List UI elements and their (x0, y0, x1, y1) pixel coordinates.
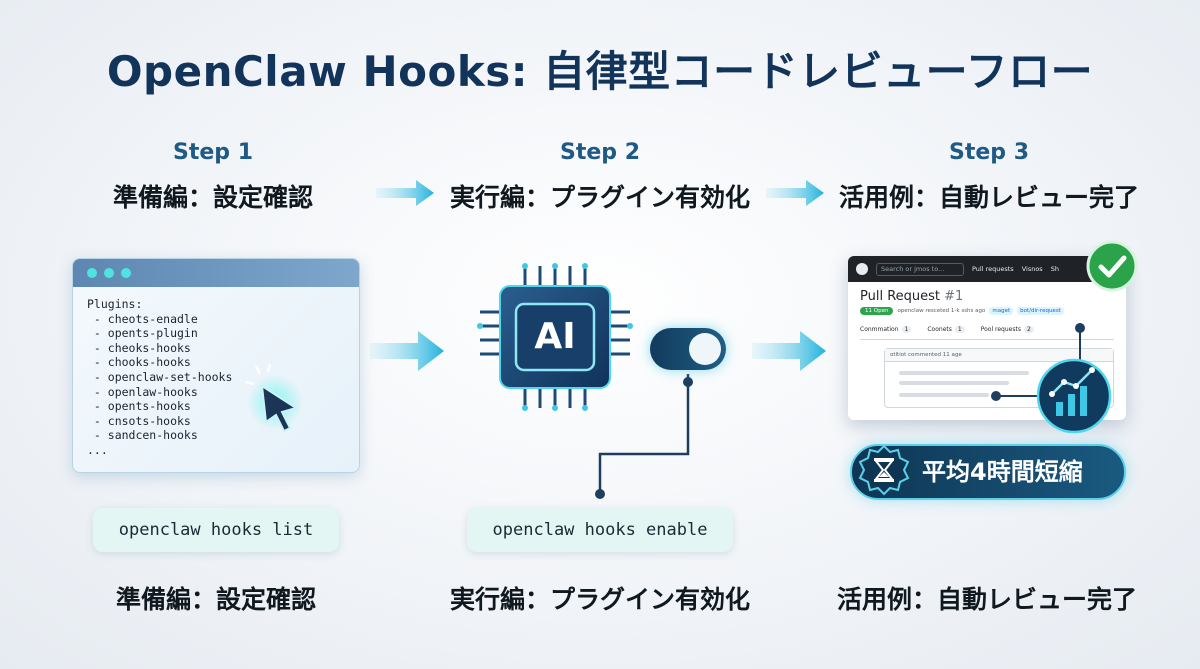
step-2-number: Step 2 (560, 140, 640, 165)
page-title: OpenClaw Hooks: 自律型コードレビューフロー (106, 47, 1094, 96)
terminal-titlebar (73, 259, 359, 287)
window-dot-icon (104, 268, 114, 278)
branch-label: bot/dir-request (1017, 307, 1064, 315)
terminal-window: Plugins: - cheots-enadle - opents-plugin… (72, 258, 360, 473)
checkmark-icon (1086, 240, 1138, 292)
comment-line (899, 371, 1029, 375)
pr-title: Pull Request #1 (860, 289, 963, 304)
command-hooks-enable: openclaw hooks enable (467, 508, 733, 552)
pr-title-text: Pull Request (860, 289, 941, 304)
step-1-subtitle: 準備編：設定確認 (112, 183, 313, 212)
comment-line (899, 381, 1009, 385)
toggle-connector (595, 374, 693, 499)
command-hooks-list: openclaw hooks list (93, 508, 339, 552)
arrow-right-icon (752, 331, 826, 371)
step-2-caption: 実行編：プラグイン有効化 (449, 585, 750, 614)
step-2-subtitle: 実行編：プラグイン有効化 (449, 183, 750, 212)
arrow-right-icon (376, 180, 434, 206)
window-dot-icon (87, 268, 97, 278)
hourglass-icon (858, 444, 910, 496)
nav-pull-requests[interactable]: Pull requests (972, 265, 1014, 273)
comment-line (899, 393, 989, 397)
cursor-pointer-icon (245, 363, 303, 433)
step-3-number: Step 3 (949, 140, 1029, 165)
time-saved-badge: 平均4時間短縮 (850, 444, 1126, 500)
enable-toggle[interactable] (650, 328, 726, 370)
arrow-right-icon (766, 180, 824, 206)
terminal-output: Plugins: - cheots-enadle - opents-plugin… (87, 297, 233, 457)
step-1-number: Step 1 (173, 140, 253, 165)
github-header: Search or jmos to... Pull requests Visno… (848, 256, 1126, 282)
nav-item[interactable]: Visnos (1021, 265, 1043, 273)
github-search-input[interactable]: Search or jmos to... (876, 262, 964, 276)
pr-meta: 11 Open openclaw resceted 1-k sshs ago m… (860, 307, 1064, 315)
step-3-subtitle: 活用例：自動レビュー完了 (838, 183, 1139, 212)
arrow-right-icon (370, 331, 444, 371)
nav-item[interactable]: Sh (1050, 265, 1059, 273)
pr-meta-text: openclaw resceted 1-k sshs ago (897, 308, 986, 314)
github-logo-icon (856, 263, 868, 275)
review-comment: otltiot commented 11 age (884, 348, 1114, 408)
ai-chip-icon (477, 263, 633, 411)
toggle-knob (689, 333, 721, 365)
comment-header: otltiot commented 11 age (885, 349, 1113, 362)
status-badge: 11 Open (860, 307, 894, 315)
badge-label: 平均4時間短縮 (922, 458, 1083, 486)
branch-label: maget (989, 307, 1014, 315)
step-1-caption: 準備編：設定確認 (115, 585, 316, 614)
pr-number: #1 (944, 289, 964, 304)
ai-chip-label: AI (534, 316, 576, 357)
step-3-caption: 活用例：自動レビュー完了 (836, 585, 1137, 614)
window-dot-icon (121, 268, 131, 278)
analytics-node-icon (991, 323, 1112, 434)
